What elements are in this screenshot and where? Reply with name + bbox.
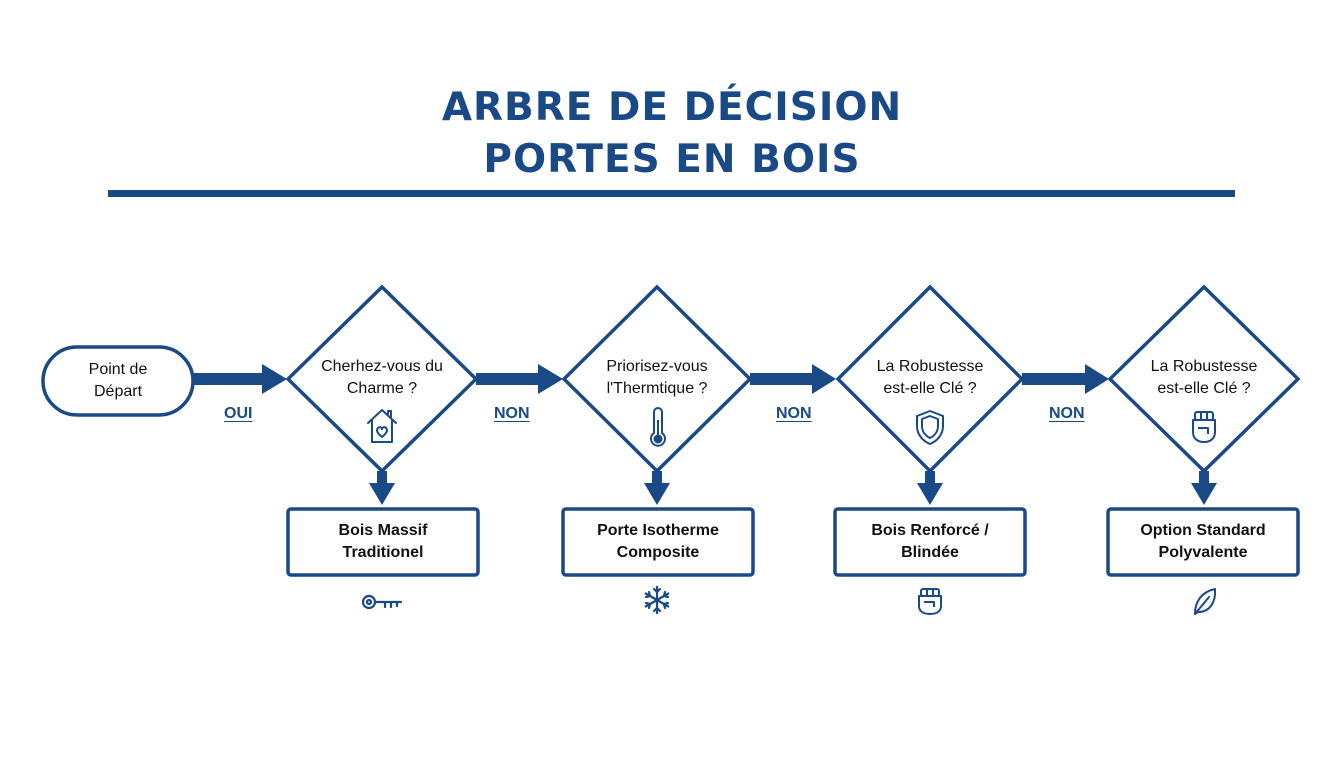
edge-start-to-decision-1 [193, 364, 287, 394]
result-2-shape [561, 507, 755, 577]
diagram-title: ARBRE DE DÉCISION PORTES EN BOIS [0, 82, 1344, 186]
decision-3-line-2: est-elle Clé ? [883, 380, 977, 397]
fist-icon [1192, 411, 1216, 443]
decision-1-label: Cherhez-vous du Charme ? [292, 356, 472, 400]
result-4-line-1: Option Standard [1140, 522, 1266, 539]
result-2-label: Porte Isotherme Composite [563, 520, 753, 564]
result-1-shape [286, 507, 480, 577]
result-3-label: Bois Renforcé / Blindée [835, 520, 1025, 564]
thermometer-icon [650, 407, 666, 447]
result-4-line-2: Polyvalente [1158, 544, 1248, 561]
decision-3-line-1: La Robustesse [876, 358, 984, 375]
snowflake-icon [644, 585, 670, 615]
result-3-shape [833, 507, 1027, 577]
fist-icon [918, 588, 942, 615]
edge-decision-4-to-result-4 [1191, 471, 1217, 505]
start-label-line-2: Départ [93, 383, 143, 400]
title-line-2: PORTES EN BOIS [483, 137, 861, 182]
key-icon [361, 594, 403, 610]
result-1-line-1: Bois Massif [338, 522, 428, 539]
edge-decision-2-to-decision-3 [750, 364, 836, 394]
decision-1-line-2: Charme ? [346, 380, 418, 397]
result-4-label: Option Standard Polyvalente [1108, 520, 1298, 564]
decision-4-line-2: est-elle Clé ? [1157, 380, 1251, 397]
decision-2-label: Priorisez-vous l'Thermtique ? [567, 356, 747, 400]
edge-decision-1-to-decision-2 [476, 364, 563, 394]
result-3-line-1: Bois Renforcé / [871, 522, 989, 539]
edge-decision-3-to-decision-4 [1022, 364, 1109, 394]
edge-label-non-2: NON [776, 405, 812, 422]
result-1-line-2: Traditionel [342, 544, 424, 561]
edge-label-non-1: NON [494, 405, 530, 422]
result-2-line-1: Porte Isotherme [597, 522, 719, 539]
decision-2-line-1: Priorisez-vous [606, 358, 708, 375]
result-3-line-2: Blindée [901, 544, 959, 561]
decision-2-line-2: l'Thermtique ? [606, 380, 708, 397]
result-1-label: Bois Massif Traditionel [288, 520, 478, 564]
start-label-line-1: Point de [88, 361, 148, 378]
house-heart-icon [367, 409, 397, 443]
result-2-line-2: Composite [616, 544, 700, 561]
result-4-shape [1106, 507, 1300, 577]
decision-1-line-1: Cherhez-vous du [321, 358, 443, 375]
decision-4-label: La Robustesse est-elle Clé ? [1114, 356, 1294, 400]
edge-label-non-3: NON [1049, 405, 1085, 422]
decision-4-line-1: La Robustesse [1150, 358, 1258, 375]
title-divider [108, 190, 1235, 197]
title-line-1: ARBRE DE DÉCISION [441, 85, 903, 130]
edge-decision-3-to-result-3 [917, 471, 943, 505]
decision-3-label: La Robustesse est-elle Clé ? [840, 356, 1020, 400]
leaf-icon [1194, 588, 1217, 615]
shield-icon [916, 410, 944, 445]
start-node: Point de Départ [43, 359, 193, 403]
edge-decision-1-to-result-1 [369, 471, 395, 505]
edge-decision-2-to-result-2 [644, 471, 670, 505]
edge-label-oui: OUI [224, 405, 253, 422]
